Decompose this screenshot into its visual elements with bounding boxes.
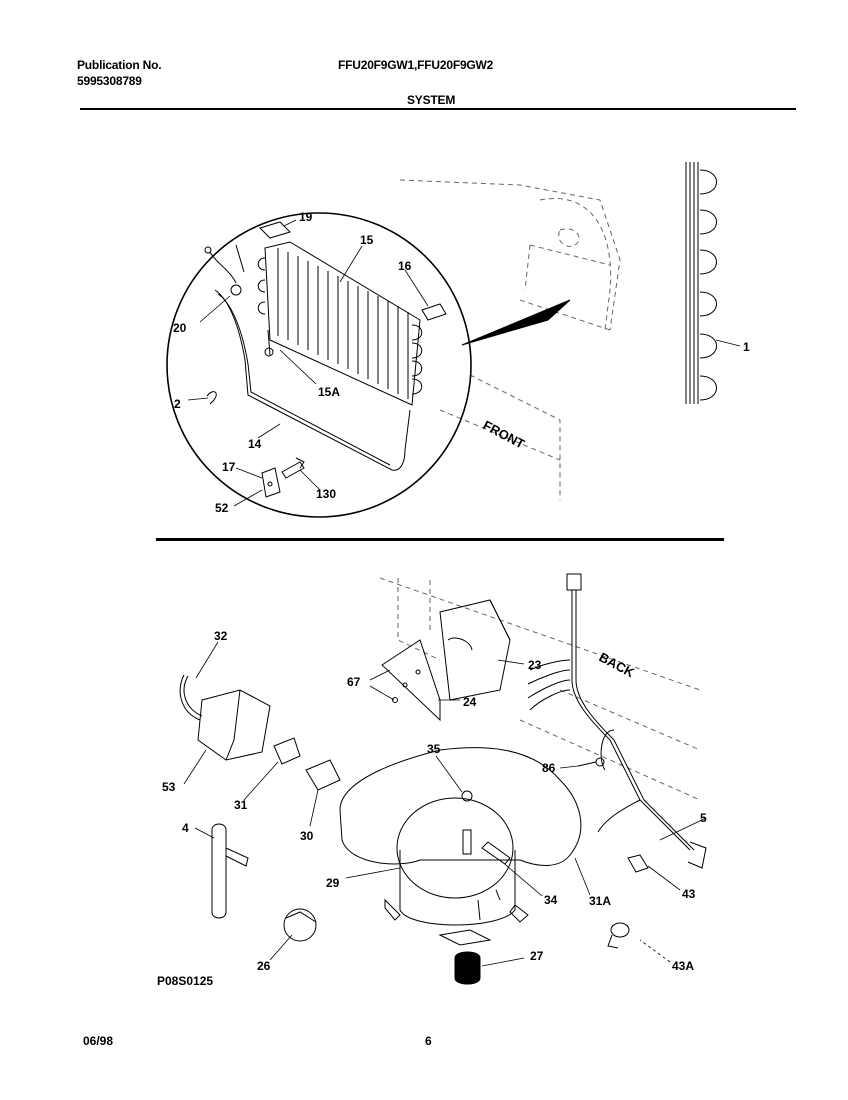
callout-31: 31: [234, 798, 248, 812]
callout-30: 30: [300, 829, 314, 843]
callout-2: 2: [174, 397, 181, 411]
page-number: 6: [425, 1034, 432, 1048]
drier-line: [209, 251, 237, 284]
tubing: [214, 289, 411, 471]
callout-26: 26: [257, 959, 271, 973]
callout-29: 29: [326, 876, 340, 890]
screw-86: [577, 761, 597, 767]
callout-16: 16: [398, 259, 412, 273]
leader-lines-top: [187, 219, 741, 507]
callout-31A: 31A: [589, 894, 611, 908]
relay-cover: [179, 674, 271, 761]
callout-15A: 15A: [318, 385, 340, 399]
part-130: [281, 461, 305, 479]
wiring-harness: [527, 573, 707, 869]
part-43: [627, 854, 649, 873]
callout-24: 24: [463, 695, 477, 709]
callout-86: 86: [542, 761, 556, 775]
part-17-bracket: [261, 467, 281, 498]
callout-1: 1: [743, 340, 750, 354]
callout-27: 27: [530, 949, 544, 963]
part-27-grommet: [454, 951, 481, 985]
detail-pointer: [461, 299, 571, 346]
back-label: BACK: [597, 649, 638, 680]
callout-4: 4: [182, 821, 189, 835]
callout-53: 53: [162, 780, 176, 794]
freezer-cabinet-outline: [399, 179, 621, 500]
front-label: FRONT: [481, 417, 528, 451]
detail-circle: [166, 212, 472, 518]
publication-number: 5995308789: [77, 74, 142, 88]
compressor: [339, 747, 582, 946]
part-31: [273, 737, 301, 765]
part-26-grommet: [283, 908, 317, 942]
part-2-clamp: [206, 391, 217, 405]
publication-label: Publication No.: [77, 58, 162, 72]
leader-lines-bottom: [183, 641, 707, 967]
callout-52: 52: [215, 501, 229, 515]
part-43A: [607, 922, 630, 949]
relay-assembly: [381, 599, 511, 722]
callout-67: 67: [347, 675, 361, 689]
part-16: [421, 303, 447, 321]
callout-15: 15: [360, 233, 374, 247]
filter-drier: [211, 823, 249, 919]
callout-20: 20: [173, 321, 187, 335]
condenser-coil-assembly: [257, 241, 423, 406]
callout-17: 17: [222, 460, 236, 474]
figure-code: P08S0125: [157, 974, 213, 988]
callout-19: 19: [299, 210, 313, 224]
callout-5: 5: [700, 811, 707, 825]
model-numbers: FFU20F9GW1,FFU20F9GW2: [338, 58, 494, 72]
callout-130: 130: [316, 487, 336, 501]
callout-23: 23: [528, 658, 542, 672]
callout-32: 32: [214, 629, 228, 643]
section-divider: [156, 538, 724, 541]
callout-43: 43: [682, 887, 696, 901]
header-rule: [80, 108, 796, 110]
footer-date: 06/98: [83, 1034, 114, 1048]
callout-43A: 43A: [672, 959, 694, 973]
callout-14: 14: [248, 437, 262, 451]
machine-compartment-outline: [379, 577, 701, 801]
tube-coil-panel: [685, 162, 717, 404]
section-title: SYSTEM: [407, 93, 456, 107]
callout-35: 35: [427, 742, 441, 756]
part-19: [259, 221, 291, 239]
part-30: [305, 759, 341, 791]
callout-34: 34: [544, 893, 558, 907]
